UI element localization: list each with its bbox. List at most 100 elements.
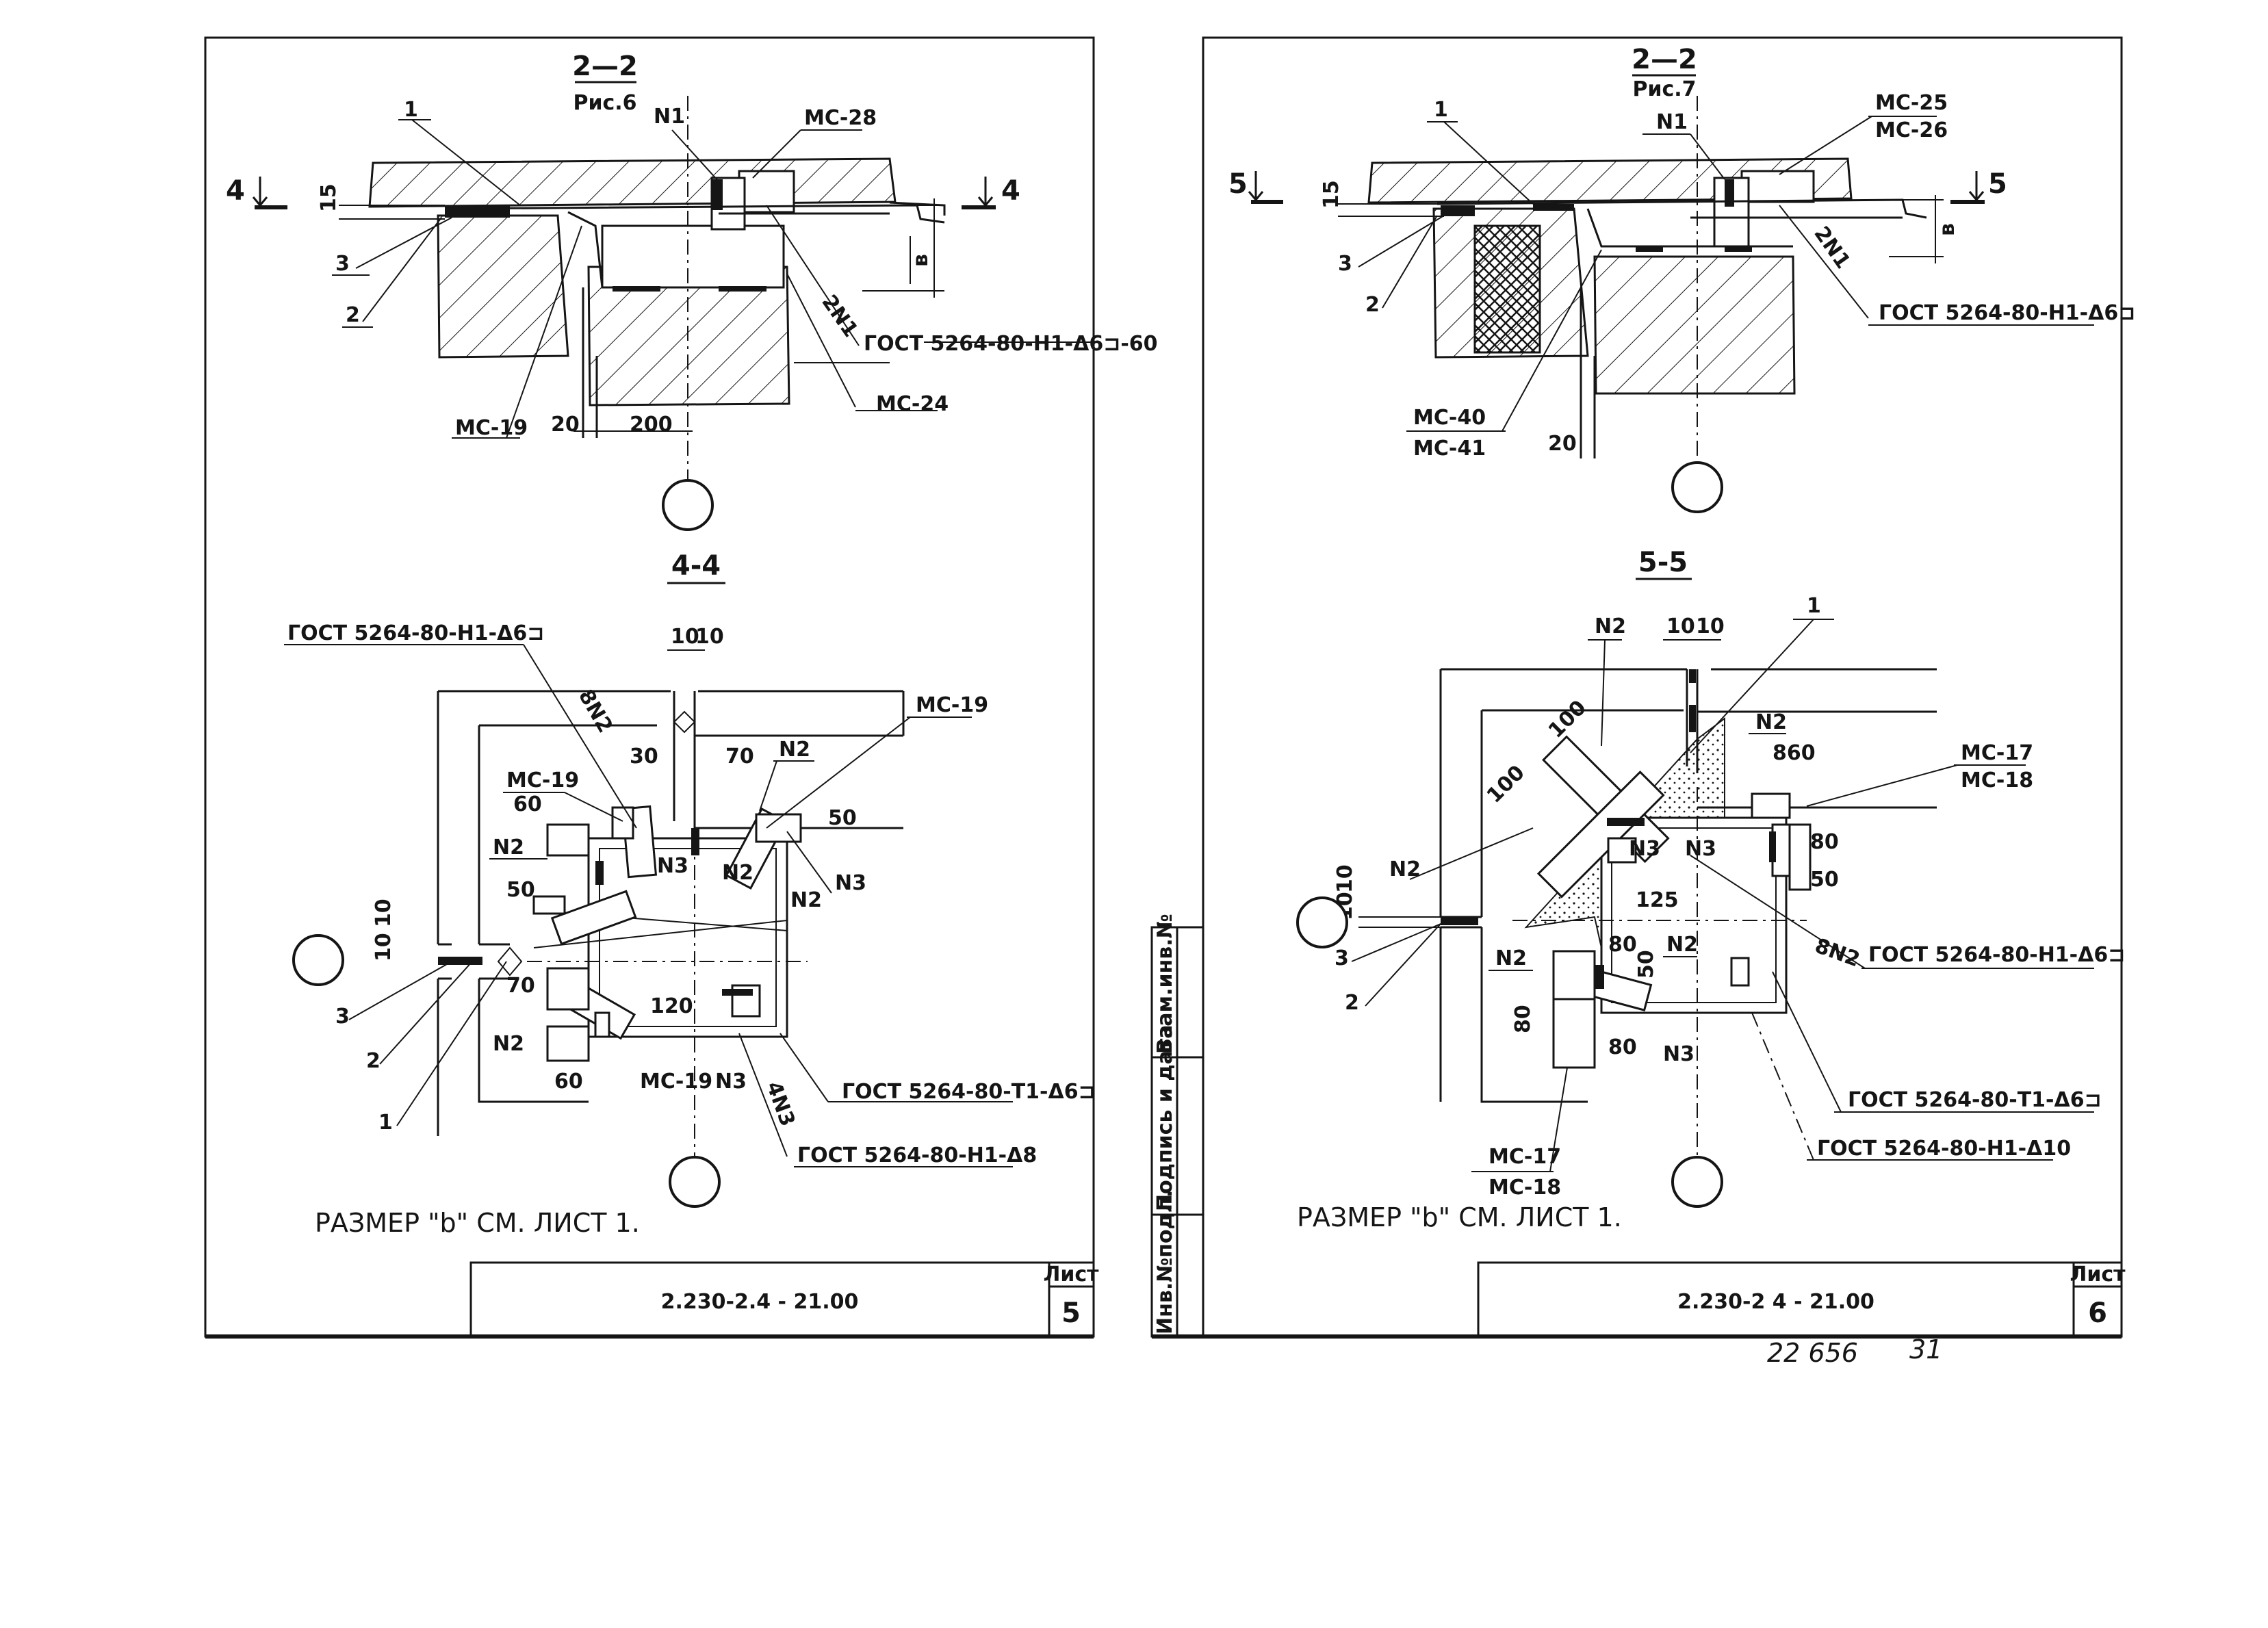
label-mc18-a: МС-18 [1961,768,2033,792]
svg-text:N3: N3 [715,1070,747,1094]
sheet-5: 2—2 Рис.6 4 4 [204,36,1158,1339]
svg-text:Лист: Лист [2070,1263,2126,1287]
svg-text:20: 20 [1548,432,1577,456]
svg-text:Взам.инв.№: Взам.инв.№ [1153,914,1177,1054]
cut-mark-right-b: 5 [1950,168,2007,204]
svg-text:Лист: Лист [1043,1263,1099,1287]
svg-text:N2: N2 [722,861,753,885]
svg-text:N2: N2 [1595,615,1626,638]
label-mc18-b: МС-18 [1489,1176,1561,1200]
svg-text:80: 80 [1511,1005,1535,1033]
label-mc17-b: МС-17 [1489,1145,1561,1169]
section-figure-ref: Рис.6 [573,91,636,115]
svg-text:10: 10 [1333,864,1357,893]
side-strip: Инв.№подл. Подпись и дата Взам.инв.№ [1150,914,1204,1338]
svg-text:125: 125 [1636,888,1679,912]
svg-text:3: 3 [335,1005,350,1029]
svg-text:8N2: 8N2 [574,686,617,737]
svg-text:50: 50 [506,878,535,902]
axis-bubble-bottom [669,1156,721,1208]
svg-text:120: 120 [650,994,693,1018]
label-n1: N1 [654,105,685,129]
svg-text:в: в [1935,223,1959,236]
archive-number: 22 656 [1767,1338,1858,1368]
axis-bubble-left-b [1296,896,1348,948]
svg-text:4: 4 [1001,175,1020,207]
svg-text:10: 10 [372,899,396,927]
svg-text:10: 10 [1696,615,1725,638]
svg-text:80: 80 [1608,933,1637,957]
svg-text:70: 70 [725,745,754,768]
svg-text:860: 860 [1773,741,1816,765]
note-dimension-b-2: РАЗМЕР "b" СМ. ЛИСТ 1. [1297,1202,1622,1232]
svg-text:4: 4 [226,175,245,207]
sheet-6: 2—2 Рис.7 5 5 1 N1 [1152,36,2135,1339]
label-mc19-b: МС-19 [506,768,579,792]
label-2n1-b: 2N1 [1809,222,1855,274]
section-title-5-5: 5-5 [1638,547,1688,578]
svg-text:в: в [909,254,933,267]
label-mc26: МС-26 [1875,118,1948,142]
svg-text:10: 10 [695,625,724,649]
svg-text:1: 1 [378,1111,393,1135]
cut-mark-left: 4 [226,175,287,209]
section-title-2-2: 2—2 [572,51,638,82]
svg-text:N2: N2 [779,738,810,762]
label-mc25: МС-25 [1875,91,1948,115]
axis-bubble-top [662,479,714,531]
svg-text:50: 50 [1810,868,1839,892]
label-mc40: МС-40 [1413,406,1486,430]
svg-text:60: 60 [513,792,542,816]
axis-bubble-top-b [1671,461,1723,513]
svg-text:100: 100 [1482,761,1530,808]
label-mc19-a: МС-19 [916,693,988,717]
label-mc17-a: МС-17 [1961,741,2033,765]
svg-text:N3: N3 [1663,1042,1694,1066]
svg-text:80: 80 [1608,1035,1637,1059]
label-gost-plan: ГОСТ 5264-80-Н1-Δ6⊐ [287,621,544,645]
svg-text:1: 1 [1434,98,1448,122]
svg-text:50: 50 [828,806,857,830]
cut-mark-right: 4 [962,175,1020,209]
label-gost-d8: ГОСТ 5264-80-Н1-Δ8 [797,1144,1037,1167]
sheet-number-b: 6 [2088,1297,2107,1329]
axis-bubble-bottom-b [1671,1156,1723,1208]
label-mc24: МС-24 [876,392,949,416]
svg-text:3: 3 [335,252,350,276]
svg-text:10: 10 [372,933,396,961]
svg-text:2: 2 [346,303,360,327]
svg-text:1: 1 [1807,594,1821,618]
svg-text:5: 5 [1228,168,1248,200]
svg-text:N2: N2 [1755,710,1787,734]
label-gost-top-b: ГОСТ 5264-80-Н1-Δ6⊐ [1879,301,2135,325]
page-number: 31 [1909,1334,1942,1365]
svg-text:100: 100 [1544,696,1591,743]
column-block-b [1593,255,1796,395]
svg-text:30: 30 [630,745,658,768]
section-figure-ref-b: Рис.7 [1632,77,1696,101]
svg-text:N2: N2 [1666,933,1698,957]
svg-text:N3: N3 [657,854,688,878]
svg-text:2: 2 [1345,991,1359,1015]
svg-text:80: 80 [1810,830,1839,854]
svg-text:Инв.№подл.: Инв.№подл. [1153,1190,1177,1334]
plan-4-4 [437,690,905,1157]
title-block-5: 2.230-2.4 - 21.00 Лист 5 [469,1261,1099,1338]
label-n1-b: N1 [1656,110,1688,134]
insulation-block [1473,224,1541,354]
note-dimension-b: РАЗМЕР "b" СМ. ЛИСТ 1. [315,1208,640,1238]
label-gost-top: ГОСТ 5264-80-Н1-Δ6⊐-60 [864,332,1158,356]
svg-text:N2: N2 [493,1032,524,1056]
sheet-number: 5 [1061,1297,1081,1329]
svg-text:200: 200 [630,413,673,437]
label-gost-t1: ГОСТ 5264-80-Т1-Δ6⊐ [842,1080,1096,1104]
svg-text:2: 2 [366,1049,381,1073]
label-mc28: МС-28 [804,106,877,130]
svg-text:20: 20 [551,413,580,437]
svg-text:1: 1 [404,98,418,122]
label-gost-t1-b: ГОСТ 5264-80-Т1-Δ6⊐ [1848,1088,2102,1112]
floor-slab [368,157,897,208]
svg-text:60: 60 [554,1070,583,1094]
label-mc41: МС-41 [1413,437,1486,461]
